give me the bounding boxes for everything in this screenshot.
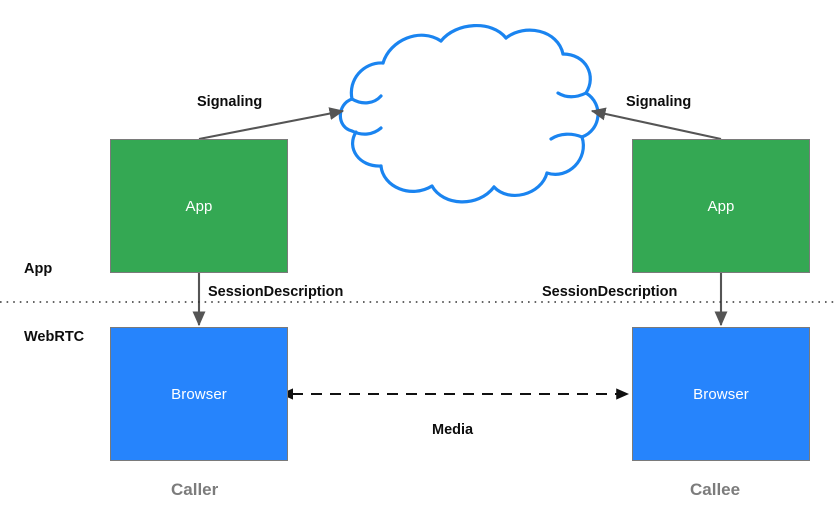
node-app-callee-label: App — [707, 197, 735, 215]
endpoint-label-caller: Caller — [171, 480, 219, 499]
node-browser-callee-label: Browser — [693, 385, 749, 403]
signaling-arrow-left — [198, 107, 345, 141]
edge-label-signaling-right: Signaling — [626, 94, 692, 110]
node-app-caller-label: App — [185, 197, 213, 215]
endpoint-label-callee: Callee — [690, 480, 741, 499]
node-app-caller[interactable]: App — [110, 139, 288, 273]
node-browser-caller-label: Browser — [171, 385, 227, 403]
node-browser-callee[interactable]: Browser — [632, 327, 810, 461]
layer-label-webrtc: WebRTC — [24, 329, 85, 345]
edge-label-signaling-left: Signaling — [197, 94, 263, 110]
network-cloud-icon — [338, 24, 600, 204]
layer-label-app: App — [24, 261, 53, 277]
signaling-arrow-right — [590, 107, 722, 141]
edge-label-session-description-right: SessionDescription — [542, 284, 678, 300]
node-browser-caller[interactable]: Browser — [110, 327, 288, 461]
edge-label-session-description-left: SessionDescription — [208, 284, 344, 300]
edge-label-media: Media — [432, 422, 474, 438]
node-app-callee[interactable]: App — [632, 139, 810, 273]
